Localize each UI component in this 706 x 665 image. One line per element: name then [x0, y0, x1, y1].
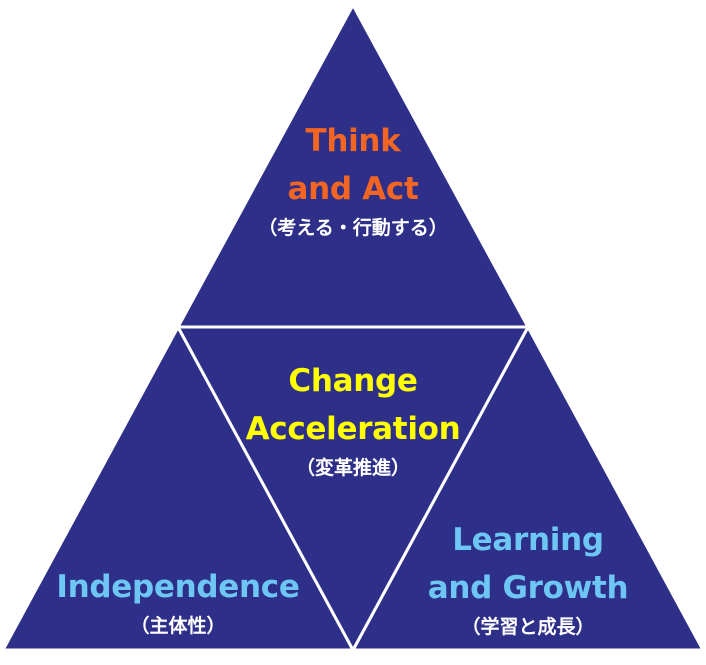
top-title-line2: and Act [287, 171, 419, 207]
right-subtitle: （学習と成長） [461, 616, 595, 638]
left-subtitle: （主体性） [130, 615, 226, 637]
right-title-line2: and Growth [427, 570, 629, 606]
center-triangle [175, 325, 531, 654]
center-title-line2: Acceleration [245, 411, 461, 447]
top-title-line1: Think [305, 123, 401, 159]
center-subtitle: （変革推進） [295, 457, 410, 479]
center-title-line1: Change [288, 363, 418, 399]
right-label: Learning and Growth （学習と成長） [378, 516, 678, 642]
center-label: Change Acceleration （変革推進） [203, 357, 503, 483]
right-title-line1: Learning [452, 522, 604, 558]
left-title-line1: Independence [56, 569, 300, 605]
left-label: Independence （主体性） [28, 563, 328, 641]
top-subtitle: （考える・行動する） [258, 217, 448, 239]
top-label: Think and Act （考える・行動する） [203, 117, 503, 243]
